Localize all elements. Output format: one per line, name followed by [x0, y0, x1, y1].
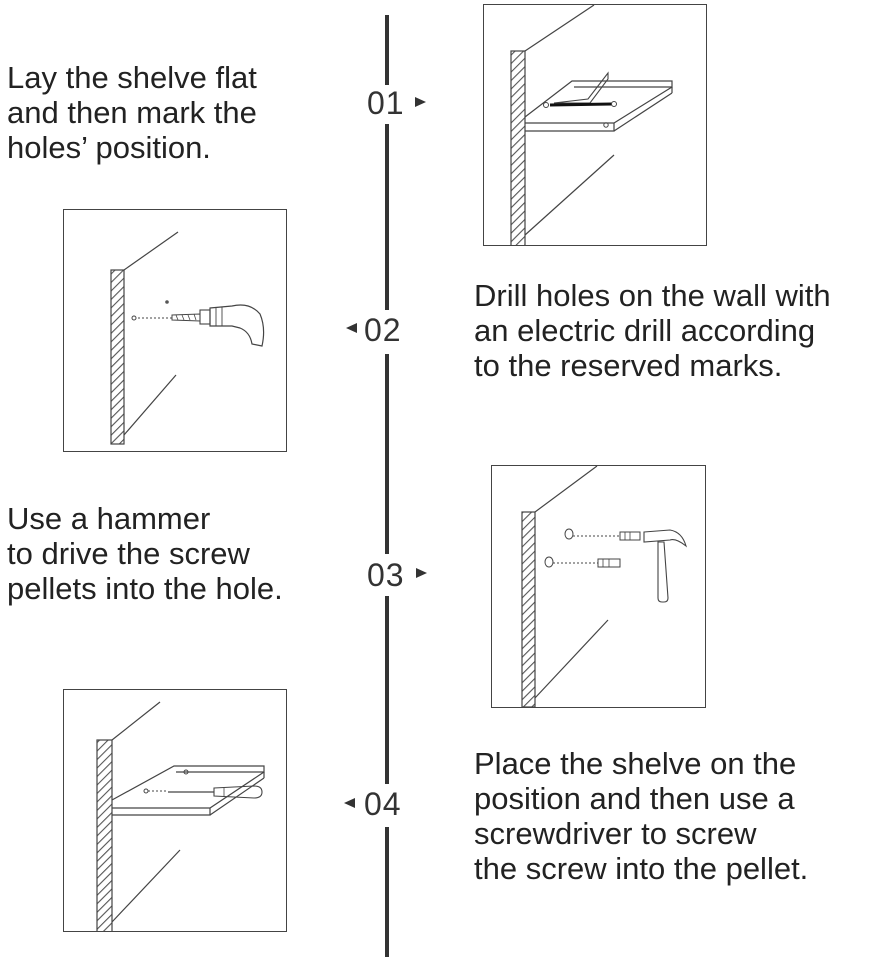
- timeline-segment-5: [385, 827, 389, 957]
- caption-line: Place the shelve on the: [474, 746, 797, 781]
- arrow-right-icon: [415, 97, 426, 107]
- step-number-1: 01: [367, 85, 405, 121]
- step-2-caption: Drill holes on the wall with an electric…: [474, 278, 831, 383]
- arrow-left-icon: [344, 798, 355, 808]
- screwdriver-icon: [96, 701, 265, 931]
- electric-drill-icon: [110, 231, 265, 445]
- caption-line: Lay the shelve flat: [7, 60, 257, 95]
- timeline-segment-4: [385, 596, 389, 784]
- caption-line: Drill holes on the wall with: [474, 278, 831, 313]
- caption-line: position and then use a: [474, 781, 795, 816]
- arrow-right-icon: [416, 568, 427, 578]
- caption-line: screwdriver to screw: [474, 816, 757, 851]
- panel-step-1: [483, 4, 707, 246]
- caption-line: to the reserved marks.: [474, 348, 783, 383]
- timeline-segment-3: [385, 354, 389, 554]
- step-4-caption: Place the shelve on the position and the…: [474, 746, 808, 886]
- caption-line: Use a hammer: [7, 501, 211, 536]
- hammer-icon: [521, 466, 688, 707]
- timeline-segment-1: [385, 15, 389, 85]
- caption-line: and then mark the: [7, 95, 257, 130]
- caption-line: the screw into the pellet.: [474, 851, 809, 886]
- caption-line: an electric drill according: [474, 313, 816, 348]
- panel-step-3: [491, 465, 706, 708]
- step-number-3: 03: [367, 557, 405, 593]
- step-number-2: 02: [364, 312, 402, 348]
- step-number-4: 04: [364, 786, 402, 822]
- shelf-marking-icon: [510, 5, 673, 245]
- panel-step-4: [63, 689, 287, 932]
- caption-line: holes’ position.: [7, 130, 211, 165]
- caption-line: pellets into the hole.: [7, 571, 283, 606]
- panel-step-2: [63, 209, 287, 452]
- step-1-caption: Lay the shelve flat and then mark the ho…: [7, 60, 257, 165]
- step-3-caption: Use a hammer to drive the screw pellets …: [7, 501, 283, 606]
- arrow-left-icon: [346, 323, 357, 333]
- timeline-segment-2: [385, 124, 389, 310]
- caption-line: to drive the screw: [7, 536, 250, 571]
